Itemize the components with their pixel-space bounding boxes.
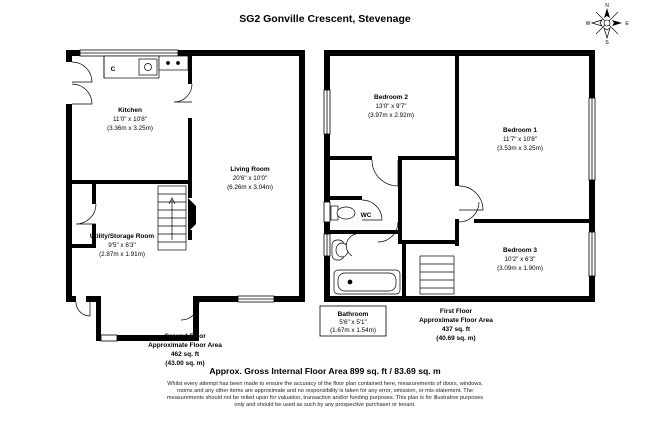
wall (324, 50, 595, 56)
disclaimer-line: Whilst every attempt has been made to en… (167, 381, 483, 387)
kitchen-metric: (3.36m x 3.25m) (107, 125, 153, 132)
wall (188, 230, 192, 240)
page-title: SG2 Gonville Crescent, Stevenage (239, 13, 411, 25)
wall (193, 296, 238, 302)
first-floor-area-sqft: 437 sq. ft (442, 326, 471, 333)
wc-label: WC (361, 212, 372, 219)
bathroom-label-box (319, 305, 387, 337)
wall (455, 56, 459, 186)
wall (402, 240, 459, 244)
wall (188, 118, 192, 184)
wall (330, 230, 402, 234)
compass-south-label: S (605, 40, 609, 46)
first-floor-area-sqm: (40.69 sq. m) (436, 335, 475, 342)
wall (178, 50, 305, 56)
living-room-name: Living Room (230, 166, 270, 173)
wall (188, 56, 192, 84)
disclaimer-line: only and should be used as such by any p… (234, 402, 416, 408)
living-room-imperial: 20'6" x 10'0" (233, 175, 268, 182)
first-floor-plan (324, 50, 595, 302)
wall (66, 50, 72, 62)
bedroom-2-metric: (3.97m x 2.92m) (368, 112, 414, 119)
wall (66, 104, 72, 302)
utility-room-imperial: 9'5" x 6'3" (108, 242, 136, 249)
wall (92, 224, 96, 244)
wall (72, 244, 96, 248)
compass-west-label: W (586, 21, 591, 27)
wall (398, 156, 459, 160)
wall (274, 296, 305, 302)
wall (92, 184, 96, 204)
disclaimer-line: rooms and any other items are approximat… (177, 388, 473, 394)
first-floor-area-label: First Floor Approximate Floor Area 437 s… (419, 308, 493, 342)
wall (299, 50, 305, 302)
ground-floor-area-label: Ground Floor Approximate Floor Area 462 … (148, 333, 222, 367)
utility-room-name: Utility/Storage Room (90, 233, 155, 240)
living-room-metric: (6.26m x 3.04m) (227, 184, 273, 191)
bedroom-1-metric: (3.53m x 3.25m) (497, 145, 543, 152)
kitchen-units (103, 55, 189, 79)
bedroom-1-imperial: 11'7" x 10'8" (503, 136, 537, 143)
wall (193, 296, 199, 341)
gross-area-summary: Approx. Gross Internal Floor Area 899 sq… (209, 366, 441, 376)
chimney-breast (188, 198, 196, 232)
compass-north-label: N (605, 3, 609, 9)
wall (455, 219, 459, 246)
first-floor-doors (361, 159, 484, 243)
wall (474, 219, 589, 223)
ground-floor-staircase (157, 185, 187, 251)
ground-floor-label: Ground Floor (164, 333, 206, 340)
wall (96, 335, 199, 341)
wall (72, 180, 192, 184)
kitchen-imperial: 11'0" x 10'8" (113, 116, 147, 123)
utility-room-metric: (2.87m x 1.91m) (99, 251, 145, 258)
wc-fixture (330, 205, 356, 221)
bathroom-name: Bathroom (338, 311, 369, 318)
bedroom-3-metric: (3.09m x 1.90m) (497, 265, 543, 272)
bedroom-1-name: Bedroom 1 (503, 127, 537, 134)
first-floor-label: First Floor (440, 308, 473, 315)
first-floor-area-caption: Approximate Floor Area (419, 317, 493, 324)
kitchen-name: Kitchen (118, 107, 142, 114)
wall (86, 296, 96, 302)
wall (324, 50, 330, 302)
bathroom-metric: (1.67m x 1.54m) (330, 327, 376, 334)
bedroom-2-name: Bedroom 2 (374, 94, 408, 101)
bathroom-imperial: 5'6" x 5'1" (339, 319, 367, 326)
wall (96, 296, 101, 341)
wall (66, 296, 76, 302)
wall (324, 296, 595, 302)
ground-floor-area-caption: Approximate Floor Area (148, 342, 222, 349)
wall (330, 156, 372, 160)
ground-floor-windows (79, 49, 275, 342)
compass-rose: N S W E (586, 3, 630, 46)
wall (402, 240, 406, 296)
first-floor-windows (323, 89, 596, 277)
ground-floor-plan (66, 50, 305, 341)
compass-east-label: E (625, 21, 629, 27)
cupboard-label: C (111, 66, 116, 73)
ground-floor-area-sqm: (43.00 sq. m) (165, 360, 204, 367)
bedroom-3-imperial: 10'2" x 6'3" (504, 256, 535, 263)
disclaimer-line: measurements should not be relied upon f… (166, 395, 484, 401)
bathroom-fixtures (331, 233, 401, 295)
ground-floor-doors (71, 61, 200, 321)
wall (66, 50, 80, 56)
disclaimer: Whilst every attempt has been made to en… (0, 381, 650, 409)
wall (188, 184, 192, 198)
wall (398, 156, 402, 244)
first-floor-staircase (419, 255, 455, 295)
bedroom-2-imperial: 13'0" x 9'7" (375, 103, 406, 110)
ground-floor-area-sqft: 462 sq. ft (171, 351, 200, 358)
bedroom-3-name: Bedroom 3 (503, 247, 537, 254)
wall (330, 196, 362, 200)
